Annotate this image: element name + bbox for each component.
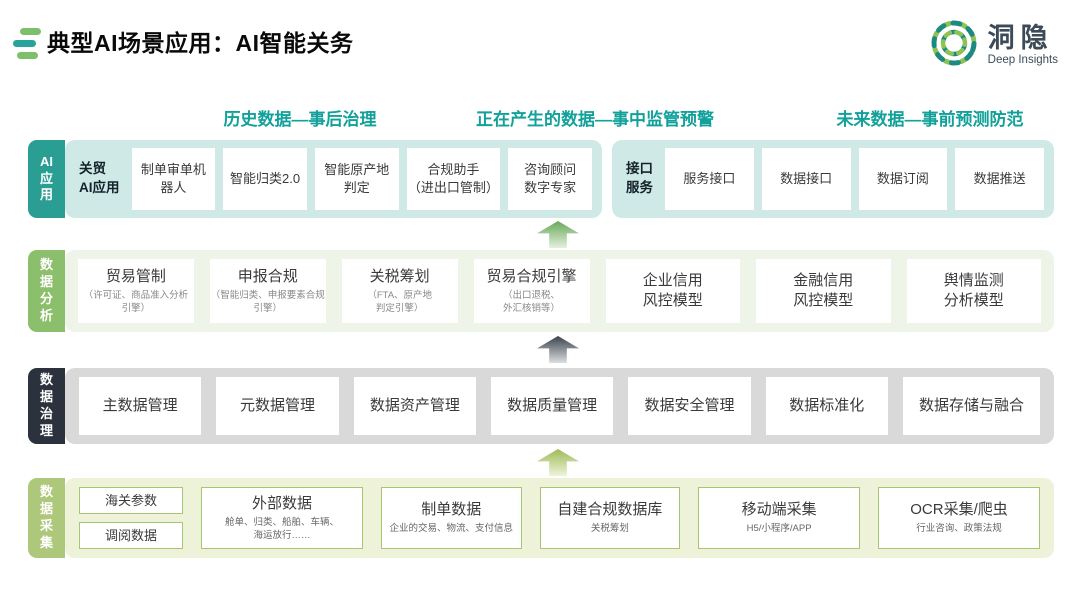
group-label-trade-ai: 关贸 AI应用 [79,161,120,195]
row-tab-data-collection: 数 据 采 集 [28,478,65,558]
card-financial-credit-model: 金融信用 风控模型 [756,259,891,323]
flow-arrow-up-analysis-to-ai [537,221,579,248]
card-ocr-crawler: OCR采集/爬虫 行业咨询、政策法规 [878,487,1040,549]
card-data-api: 数据接口 [761,148,851,210]
card-customs-parameters: 海关参数 [79,487,183,514]
card-data-asset-management: 数据资产管理 [353,377,476,435]
card-data-standardization: 数据标准化 [765,377,888,435]
card-compliance-assistant: 合规助手 （进出口管制） [406,148,501,210]
card-data-quality-management: 数据质量管理 [490,377,614,435]
row-tab-ai-application: AI 应 用 [28,140,65,218]
card-doc-review-robot: 制单审单机 器人 [131,148,216,210]
title-bars-icon [13,28,43,64]
deep-insights-logo: 洞隐 Deep Insights [927,16,1058,75]
logo-subtitle: Deep Insights [987,53,1058,66]
card-trade-control: 贸易管制 （许可证、商品准入分析 引擎） [78,259,194,323]
card-declaration-compliance: 申报合规 （智能归类、申报要素合规 引擎） [209,259,326,323]
flow-arrow-up-collection-to-governance [537,449,579,476]
row-tab-data-analysis: 数 据 分 析 [28,250,65,332]
card-service-api: 服务接口 [665,148,754,210]
card-mobile-collection: 移动端采集 H5/小程序/APP [698,487,861,549]
panel-trade-ai-application: 关贸 AI应用 制单审单机 器人 智能归类2.0 智能原产地 判定 合规助手 （… [65,140,602,218]
page-title: 典型AI场景应用：AI智能关务 [47,30,354,56]
row-tab-data-governance: 数 据 治 理 [28,368,65,444]
card-digital-consultant: 咨询顾问 数字专家 [508,148,592,210]
card-retrieved-data: 调阅数据 [79,522,183,549]
card-external-data: 外部数据 舱单、归类、船舶、车辆、 海运放行…… [201,487,363,549]
flow-arrow-up-governance-to-analysis [537,336,579,363]
card-trade-compliance-engine: 贸易合规引擎 （出口退税、 外汇核销等） [473,259,590,323]
card-enterprise-credit-model: 企业信用 风控模型 [605,259,740,323]
card-origin-determination: 智能原产地 判定 [314,148,399,210]
timeline-present-label: 正在产生的数据—事中监管预警 [476,110,714,129]
logo-name: 洞隐 [987,22,1054,53]
card-data-storage-fusion: 数据存储与融合 [902,377,1040,435]
timeline-past-label: 历史数据—事后治理 [223,110,377,129]
card-sentiment-monitoring-model: 舆情监测 分析模型 [906,259,1041,323]
card-data-push: 数据推送 [955,148,1044,210]
timeline-future-label: 未来数据—事前预测防范 [836,110,1024,129]
panel-data-analysis: 贸易管制 （许可证、商品准入分析 引擎） 申报合规 （智能归类、申报要素合规 引… [65,250,1054,332]
panel-data-governance: 主数据管理 元数据管理 数据资产管理 数据质量管理 数据安全管理 数据标准化 数… [65,368,1054,444]
card-self-built-compliance-db: 自建合规数据库 关税筹划 [539,487,681,549]
card-metadata-management: 元数据管理 [216,377,339,435]
card-smart-classification: 智能归类2.0 [223,148,307,210]
deep-insights-logo-icon [927,16,981,75]
card-tariff-planning: 关税筹划 （FTA、原产地 判定引擎） [341,259,458,323]
card-data-subscription: 数据订阅 [858,148,948,210]
card-data-security-management: 数据安全管理 [628,377,751,435]
card-master-data-management: 主数据管理 [79,377,202,435]
stack-customs-source-cards: 海关参数 调阅数据 [79,487,183,549]
panel-api-services: 接口 服务 服务接口 数据接口 数据订阅 数据推送 [612,140,1054,218]
group-label-api-services: 接口 服务 [626,161,653,195]
card-documentation-data: 制单数据 企业的交易、物流、支付信息 [380,487,522,549]
panel-data-collection: 海关参数 调阅数据 外部数据 舱单、归类、船舶、车辆、 海运放行…… 制单数据 … [65,478,1054,558]
